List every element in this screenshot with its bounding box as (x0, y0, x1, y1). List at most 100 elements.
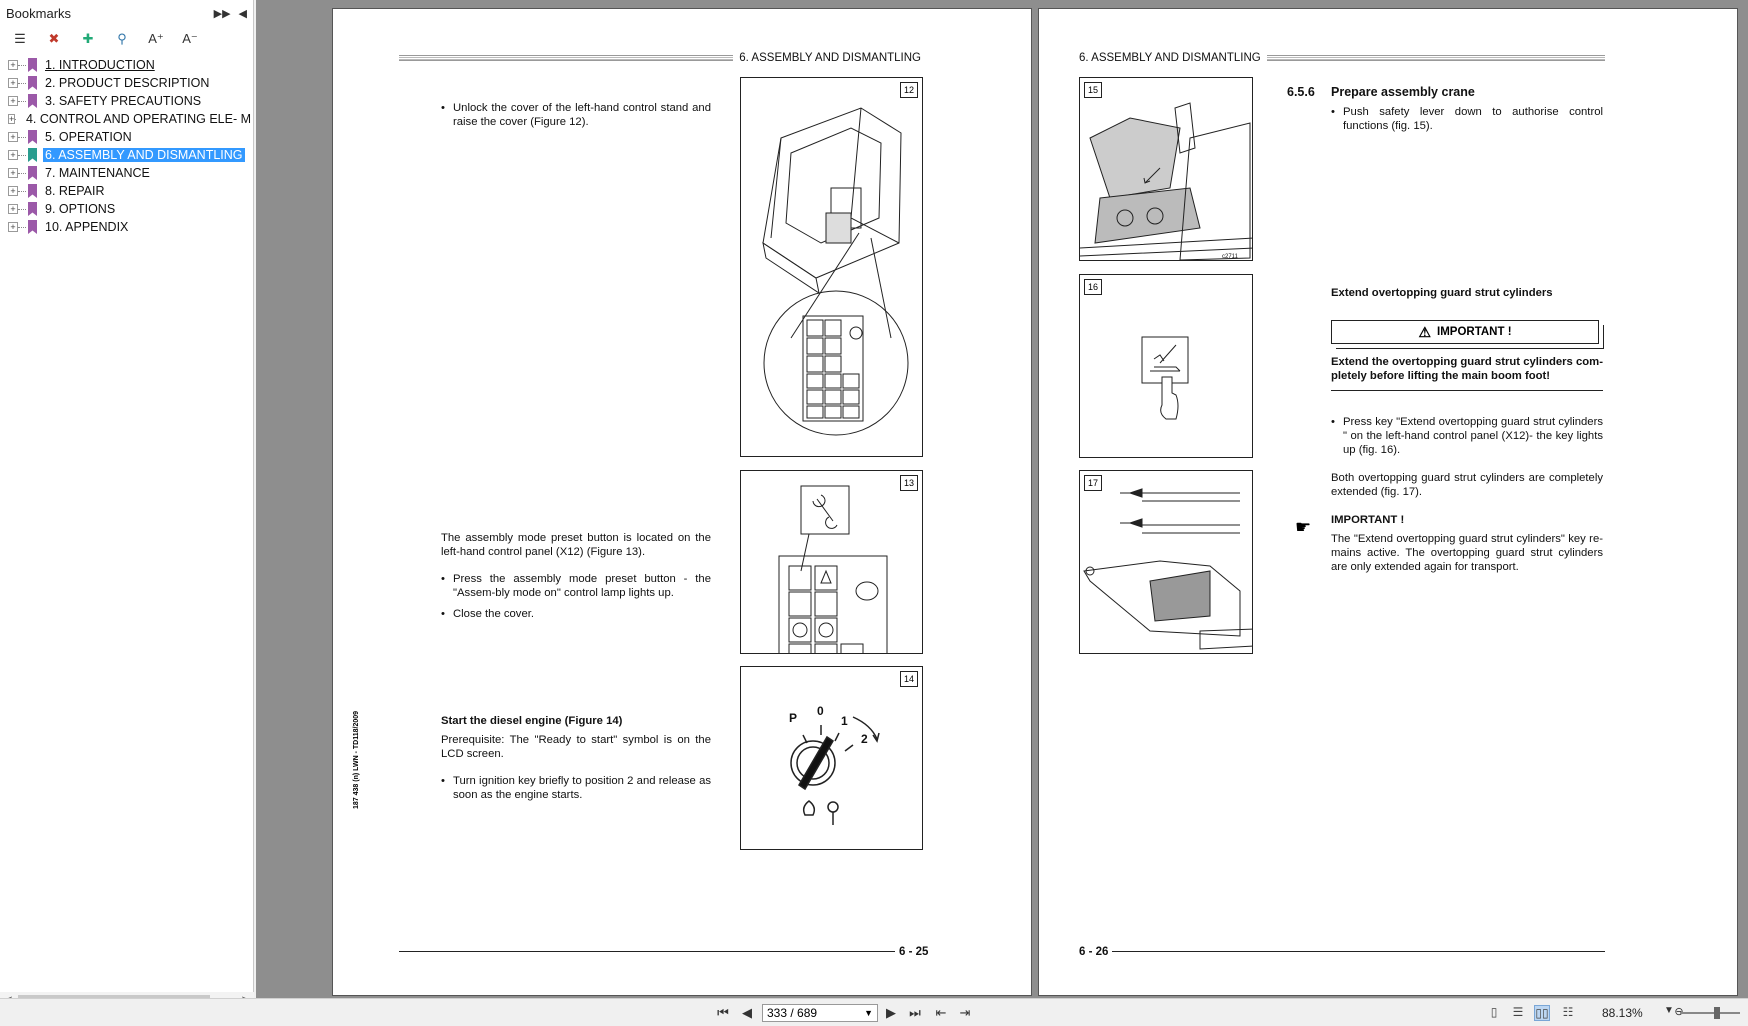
figure-number: 16 (1084, 279, 1102, 295)
bookmark-item[interactable]: +2. PRODUCT DESCRIPTION (0, 74, 253, 92)
page-number-field[interactable]: 333 / 689 ▼ (762, 1004, 878, 1022)
warning-rule (1331, 390, 1603, 391)
bookmark-list: +1. INTRODUCTION +2. PRODUCT DESCRIPTION… (0, 52, 253, 236)
strut-cylinders-illustration (1083, 488, 1252, 650)
bookmarks-header: Bookmarks ▶▶ ◀ (0, 0, 253, 26)
instruction-bullet: Push safety lever down to authorise cont… (1331, 105, 1603, 133)
figure-14: 14 P 0 (740, 666, 923, 850)
bookmark-label: 2. PRODUCT DESCRIPTION (45, 76, 210, 90)
instruction-bullet: Close the cover. (441, 607, 711, 621)
bookmark-item[interactable]: +4. CONTROL AND OPERATING ELE- M (0, 110, 253, 128)
bookmark-item[interactable]: +7. MAINTENANCE (0, 164, 253, 182)
previous-view-icon[interactable]: ⇤ (935, 1005, 947, 1020)
figure-16: 16 (1079, 274, 1253, 458)
bookmark-item[interactable]: +8. REPAIR (0, 182, 253, 200)
header-title: 6. ASSEMBLY AND DISMANTLING (1079, 52, 1261, 64)
zoom-out-icon[interactable]: ⊖ (1674, 1006, 1684, 1018)
assembly-mode-button-illustration (778, 485, 888, 653)
collapse-panel-icon[interactable]: ◀ (238, 7, 247, 20)
figure-number: 12 (900, 82, 918, 98)
key-position-2: 2 (861, 732, 868, 746)
expand-icon[interactable]: + (8, 150, 18, 160)
key-position-p: P (789, 711, 797, 725)
last-page-icon[interactable]: ⏭ (909, 1005, 921, 1020)
cab-control-stand-illustration (762, 107, 909, 436)
continuous-facing-view-icon[interactable]: ☷ (1562, 1005, 1574, 1019)
figure-13: 13 (740, 470, 923, 654)
bookmarks-title: Bookmarks (6, 5, 72, 21)
delete-bookmark-icon[interactable]: ✖ (48, 31, 60, 46)
bookmark-icon (28, 220, 37, 234)
bookmark-item[interactable]: +3. SAFETY PRECAUTIONS (0, 92, 253, 110)
zoom-level[interactable]: 88.13% (1602, 1006, 1643, 1020)
bookmark-icon (28, 130, 37, 144)
document-viewer[interactable]: 6. ASSEMBLY AND DISMANTLING Unlock the c… (256, 0, 1748, 998)
expand-panel-icon[interactable]: ▶▶ (213, 7, 231, 20)
key-position-1: 1 (841, 714, 848, 728)
expand-icon[interactable]: + (8, 96, 18, 106)
single-page-view-icon[interactable]: ▯ (1490, 1005, 1498, 1019)
bookmark-item[interactable]: +5. OPERATION (0, 128, 253, 146)
zoom-slider-knob[interactable] (1714, 1007, 1720, 1019)
zoom-dropdown-icon[interactable]: ▼ (1664, 1005, 1674, 1016)
figure-number: 14 (900, 671, 918, 687)
footer-rule (399, 951, 923, 952)
figure-number: 17 (1084, 475, 1102, 491)
bookmark-item[interactable]: +10. APPENDIX (0, 218, 253, 236)
previous-page-icon[interactable]: ◀ (742, 1005, 752, 1020)
bookmark-icon (28, 166, 37, 180)
important-heading: IMPORTANT ! (1331, 514, 1405, 526)
next-view-icon[interactable]: ⇥ (959, 1005, 971, 1020)
figure-number: 15 (1084, 82, 1102, 98)
bookmark-item-selected[interactable]: +6. ASSEMBLY AND DISMANTLING (0, 146, 253, 164)
zoom-slider[interactable] (1680, 1007, 1740, 1019)
figure-17: 17 (1079, 470, 1253, 654)
expand-icon[interactable]: + (8, 132, 18, 142)
bookmark-options-icon[interactable]: ☰ (14, 31, 26, 46)
bookmark-icon (28, 148, 37, 162)
bookmark-icon (28, 58, 37, 72)
expand-icon[interactable]: + (8, 204, 18, 214)
page-6-26: 6. ASSEMBLY AND DISMANTLING 15 c2711 (1038, 8, 1738, 996)
paragraph: Prerequisite: The "Ready to start" symbo… (441, 734, 711, 760)
page-header: 6. ASSEMBLY AND DISMANTLING (1079, 52, 1605, 64)
section-number: 6.5.6 (1287, 85, 1315, 99)
figure-number: 13 (900, 475, 918, 491)
bookmark-label: 9. OPTIONS (45, 202, 116, 216)
warning-box-label: IMPORTANT ! (1437, 326, 1512, 338)
bookmarks-toolbar: ☰ ✖ ✚ ⚲ A⁺ A⁻ (0, 26, 253, 52)
decrease-font-icon[interactable]: A⁻ (182, 31, 198, 46)
expand-icon[interactable]: + (8, 78, 18, 88)
page-number: 6 - 25 (895, 946, 929, 958)
expand-icon[interactable]: + (8, 114, 16, 124)
first-page-icon[interactable]: ⏮ (717, 1005, 729, 1020)
add-bookmark-icon[interactable]: ✚ (82, 31, 94, 46)
bookmark-label: 8. REPAIR (45, 184, 105, 198)
page-6-25: 6. ASSEMBLY AND DISMANTLING Unlock the c… (332, 8, 1032, 996)
instruction-bullet: Press the assembly mode preset button - … (441, 572, 711, 600)
find-bookmark-icon[interactable]: ⚲ (117, 31, 127, 46)
expand-icon[interactable]: + (8, 222, 18, 232)
warning-triangle-icon: ⚠ (1418, 323, 1432, 340)
expand-icon[interactable]: + (8, 186, 18, 196)
bookmark-label: 3. SAFETY PRECAUTIONS (45, 94, 202, 108)
next-page-icon[interactable]: ▶ (886, 1005, 896, 1020)
bookmark-icon (28, 94, 37, 108)
expand-icon[interactable]: + (8, 60, 18, 70)
continuous-view-icon[interactable]: ☰ (1512, 1005, 1524, 1019)
paragraph: Both overtopping guard strut cylinders a… (1331, 472, 1603, 498)
instruction-bullet: Press key "Extend overtopping guard stru… (1331, 415, 1603, 457)
increase-font-icon[interactable]: A⁺ (148, 31, 164, 46)
important-warning-box: ⚠ IMPORTANT ! (1331, 320, 1599, 344)
bookmark-label: 7. MAINTENANCE (45, 166, 150, 180)
section-subheading: Start the diesel engine (Figure 14) (441, 715, 623, 727)
expand-icon[interactable]: + (8, 168, 18, 178)
facing-pages-view-icon[interactable]: ▯▯ (1534, 1005, 1550, 1021)
instruction-bullet: Unlock the cover of the left-hand contro… (441, 101, 711, 129)
bookmark-item[interactable]: +1. INTRODUCTION (0, 56, 253, 74)
bookmark-icon (28, 76, 37, 90)
bookmark-item[interactable]: +9. OPTIONS (0, 200, 253, 218)
bookmark-label: 10. APPENDIX (45, 220, 129, 234)
page-dropdown-icon[interactable]: ▼ (864, 1008, 873, 1018)
ignition-key-illustration: P 0 1 2 (789, 704, 880, 825)
